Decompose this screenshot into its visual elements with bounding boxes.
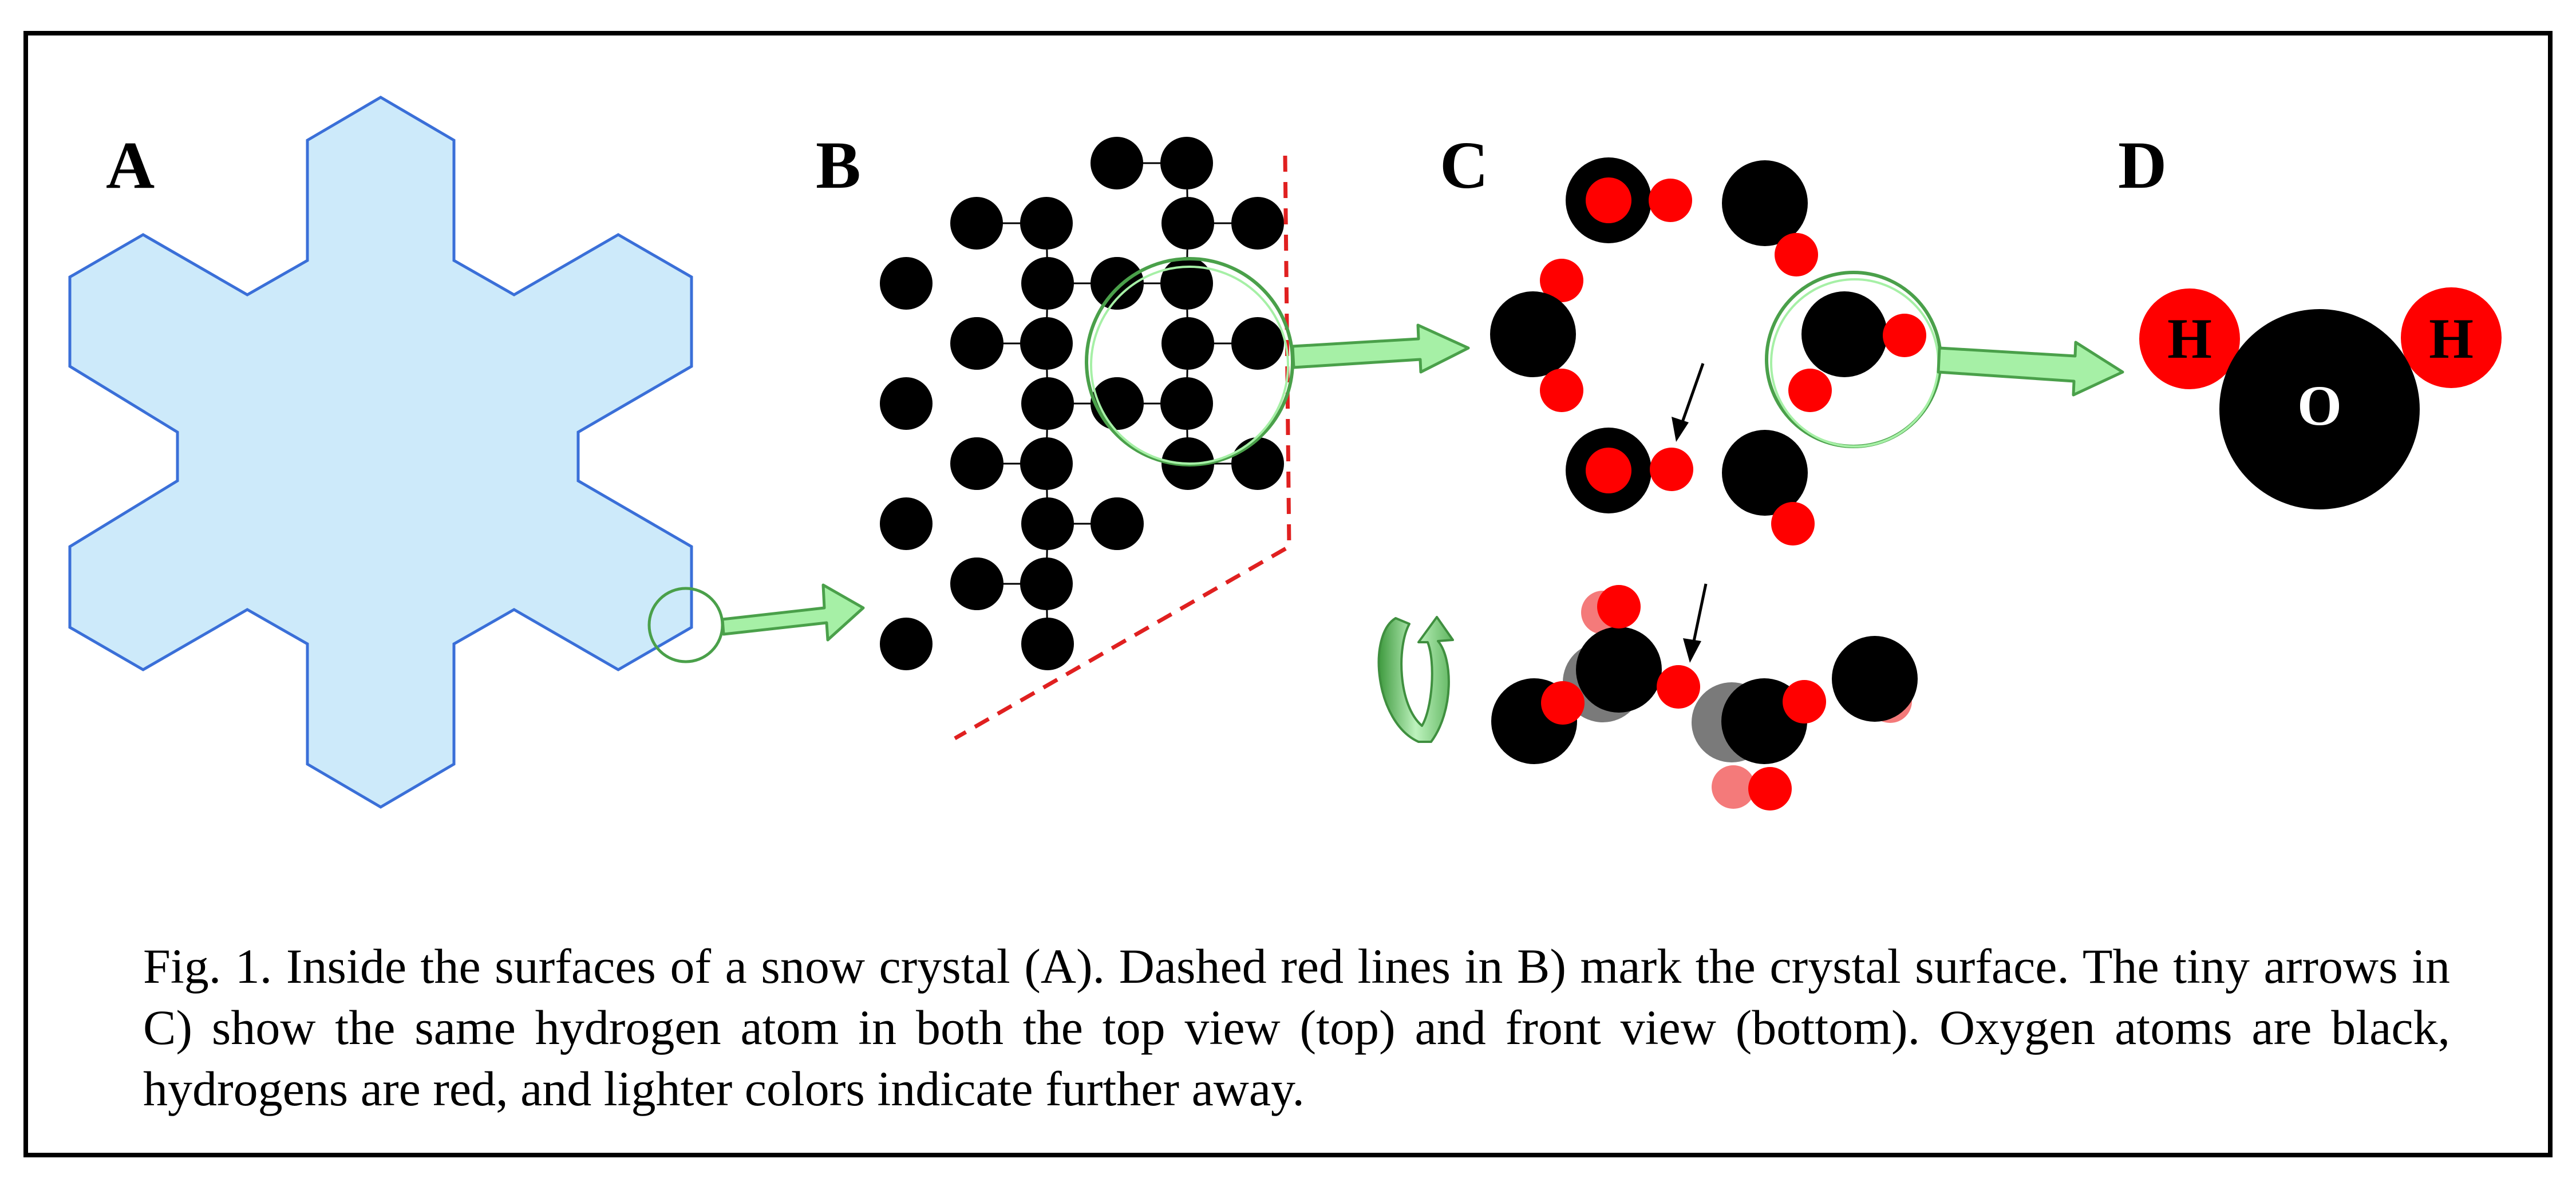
zoom-arrow-b-c [1291,323,1470,374]
rotation-arrow-icon [1377,616,1454,743]
lattice-oxygen-atom [950,437,1003,490]
hydrogen-atom [1649,179,1692,222]
oxygen-atom-large [2219,309,2420,509]
zoom-arrow-c-d [1937,341,2124,397]
zoom-arrow-a-b [721,583,865,642]
lattice-oxygen-atom [880,377,933,430]
lattice-oxygen-atom [1020,317,1073,370]
lattice-oxygen-atom [950,557,1003,610]
hydrogen-atom [1597,585,1641,628]
lattice-oxygen-atom [1020,197,1073,250]
panel-label-b: B [816,128,861,203]
hydrogen-atom [1540,369,1583,412]
lattice-oxygen-atom [880,497,933,550]
lattice-oxygen-atom [1160,377,1213,430]
hydrogen-atom [1783,680,1826,723]
hydrogen-atom [1657,665,1700,709]
oxygen-atom [1490,291,1576,377]
lattice-oxygen-atom [1021,377,1074,430]
oxygen-atom [1801,291,1887,377]
hydrogen-atom [1586,177,1631,223]
oxygen-atom [1722,160,1808,246]
lattice-oxygen-atom [1161,317,1214,370]
panel-label-d: D [2118,128,2167,203]
ice-lattice [880,137,1284,670]
oxygen-label: O [2297,374,2342,437]
hydrogen-atom [1541,681,1585,725]
hydrogen-atom-left [2139,288,2240,389]
hydrogen-atom-far [1712,765,1755,809]
water-molecule: H H O [2139,287,2502,509]
hydrogen-atom [1540,259,1583,302]
lattice-oxygen-atom [1020,557,1073,610]
hydrogen-atom [1883,314,1926,357]
hydrogen-atom [1771,502,1815,545]
lattice-oxygen-atom [1021,618,1074,670]
hydrogen-label-right: H [2429,307,2474,370]
hydrogen-atom [1775,233,1818,276]
lattice-oxygen-atom [1091,257,1143,310]
lattice-oxygen-atom [880,257,933,310]
lattice-oxygen-atom [950,317,1003,370]
pointer-arrow-top [1672,363,1705,442]
panel-label-a: A [106,128,155,203]
lattice-oxygen-atom [1091,497,1143,550]
pointer-arrow-front [1683,583,1708,663]
hydrogen-atom [1748,767,1792,810]
lattice-oxygen-atom [1231,317,1284,370]
panel-label-c: C [1440,128,1488,203]
snow-crystal [68,96,693,809]
lattice-oxygen-atom [1021,257,1074,310]
lattice-oxygen-atom [1021,497,1074,550]
lattice-oxygen-atom [1161,197,1214,250]
crystal-surface-line [954,155,1291,741]
hydrogen-label-left: H [2167,307,2212,370]
ring-front-view [1491,585,1918,810]
hydrogen-atom [1788,369,1832,412]
hydrogen-atom [1586,448,1631,493]
figure-border [23,31,2553,1157]
figure-caption: Fig. 1. Inside the surfaces of a snow cr… [143,939,2450,1116]
lattice-oxygen-atom [1020,437,1073,490]
hydrogen-atom [1650,448,1693,491]
zoom-circle-b-inner [1090,266,1289,465]
lattice-oxygen-atom [950,197,1003,250]
lattice-oxygen-atom [1231,197,1284,250]
ring-top-view [1490,157,1926,545]
lattice-oxygen-atom [1091,137,1143,189]
lattice-oxygen-atom [880,618,933,670]
lattice-oxygen-atom [1231,437,1284,490]
lattice-oxygen-atom [1160,137,1213,189]
hydrogen-atom-right [2401,287,2502,388]
lattice-oxygen-atom [1160,257,1213,310]
oxygen-atom [1722,430,1808,516]
oxygen-atom [1832,636,1918,722]
oxygen-atom [1576,627,1662,713]
